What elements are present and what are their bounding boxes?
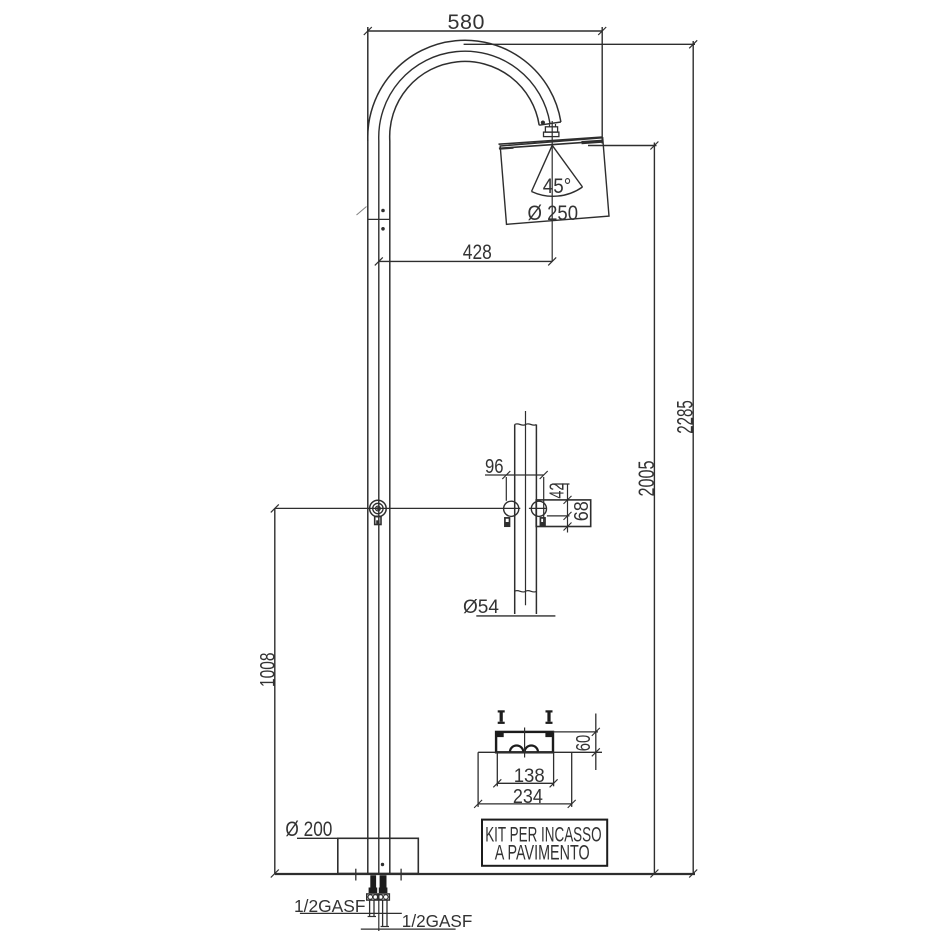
svg-text:2285: 2285 bbox=[673, 400, 698, 434]
svg-text:234: 234 bbox=[513, 786, 543, 808]
svg-text:Ø54: Ø54 bbox=[463, 597, 499, 618]
svg-text:45°: 45° bbox=[543, 175, 572, 198]
svg-text:1/2GASF: 1/2GASF bbox=[294, 896, 366, 916]
svg-text:1008: 1008 bbox=[255, 652, 279, 687]
svg-text:428: 428 bbox=[463, 240, 492, 264]
svg-text:42: 42 bbox=[547, 483, 569, 499]
svg-text:138: 138 bbox=[514, 766, 545, 787]
svg-text:68: 68 bbox=[571, 501, 593, 521]
svg-text:2005: 2005 bbox=[634, 461, 659, 497]
svg-text:A PAVIMENTO: A PAVIMENTO bbox=[495, 841, 590, 864]
svg-text:Ø 200: Ø 200 bbox=[285, 818, 332, 841]
svg-text:KIT PER INCASSO: KIT PER INCASSO bbox=[485, 824, 601, 847]
svg-text:60: 60 bbox=[573, 735, 595, 752]
svg-text:96: 96 bbox=[485, 456, 504, 478]
svg-text:580: 580 bbox=[448, 10, 485, 34]
svg-text:1/2GASF: 1/2GASF bbox=[402, 911, 473, 931]
svg-text:Ø 250: Ø 250 bbox=[528, 201, 579, 225]
